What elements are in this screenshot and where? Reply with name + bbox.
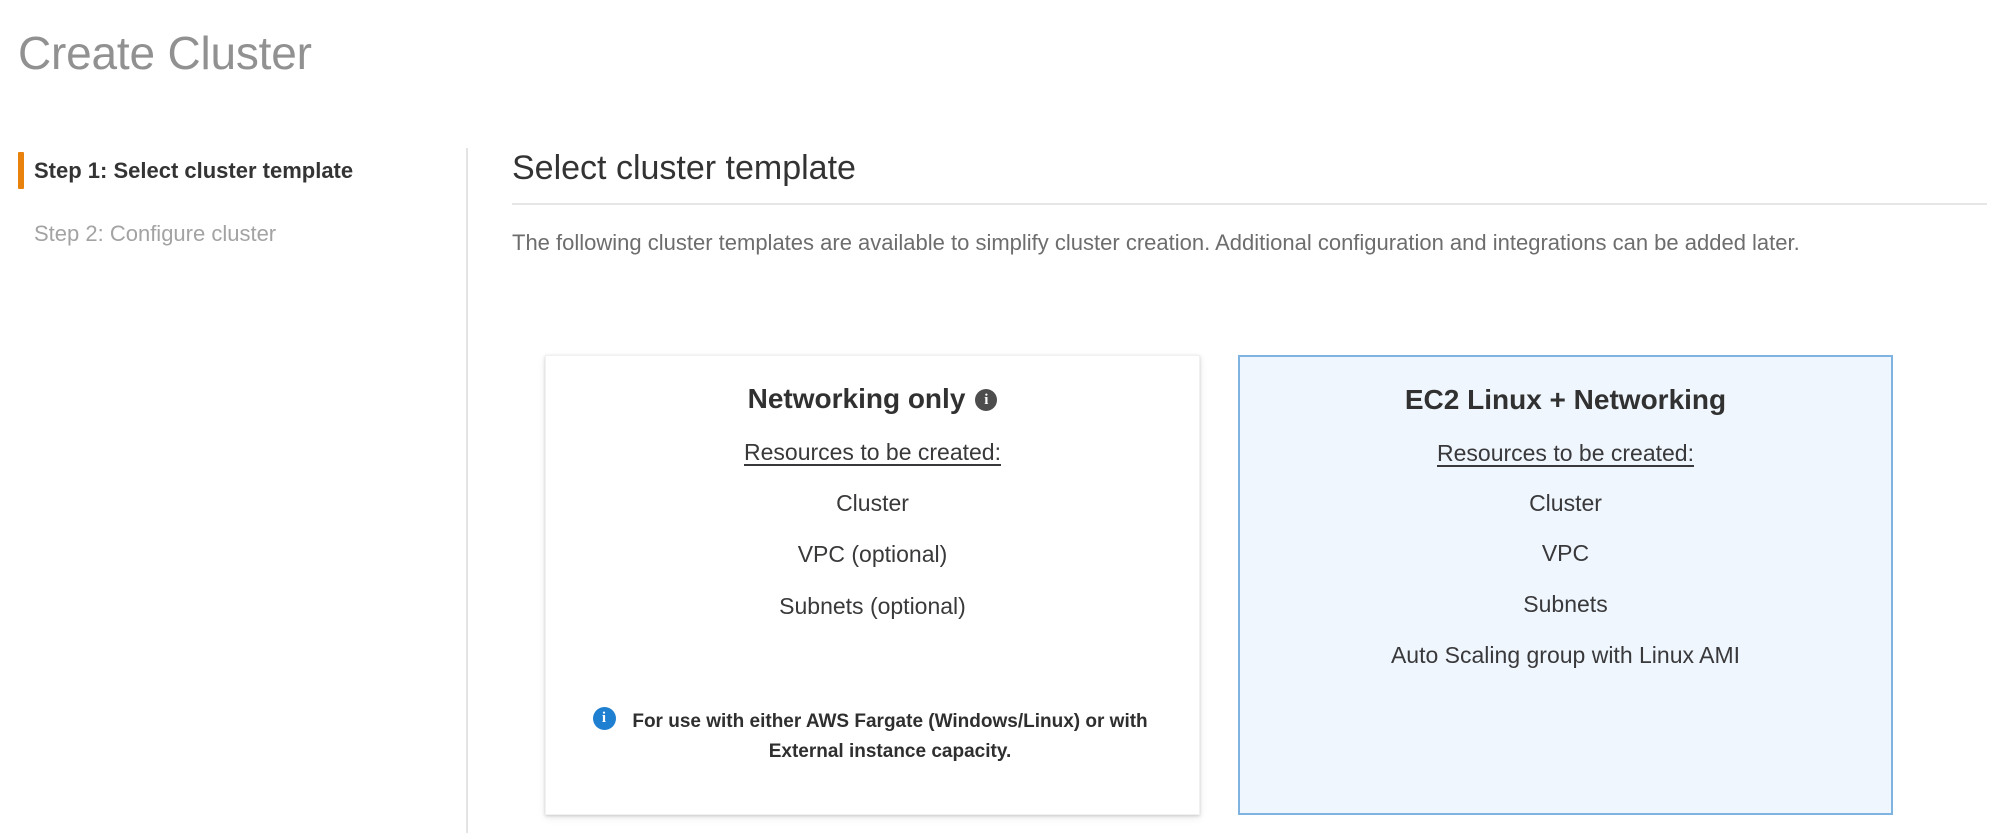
info-icon: i <box>592 707 616 731</box>
resources-to-be-created-label: Resources to be created: <box>744 438 1001 465</box>
info-icon[interactable]: i <box>975 389 998 412</box>
wizard-sidebar: Step 1: Select cluster template Step 2: … <box>0 148 468 833</box>
main-content: Select cluster template The following cl… <box>512 148 1987 258</box>
list-item: VPC (optional) <box>797 541 948 568</box>
cluster-template-card-networking-only[interactable]: Networking only i Resources to be create… <box>545 355 1200 815</box>
resource-list: Cluster VPC (optional) Subnets (optional… <box>570 466 1175 621</box>
card-title-ec2-linux-networking: EC2 Linux + Networking <box>1405 383 1726 418</box>
section-heading: Select cluster template <box>512 148 1987 205</box>
sidebar-step-2-label: Step 2: Configure cluster <box>34 220 277 246</box>
sidebar-step-1-select-cluster-template[interactable]: Step 1: Select cluster template <box>0 148 466 193</box>
resources-to-be-created-label: Resources to be created: <box>1437 439 1694 466</box>
cluster-template-card-ec2-linux-networking[interactable]: EC2 Linux + Networking Resources to be c… <box>1238 355 1893 815</box>
list-item: Subnets (optional) <box>779 592 966 619</box>
card-title-text: EC2 Linux + Networking <box>1404 384 1727 415</box>
card-title-text: Networking only <box>747 383 966 414</box>
sidebar-step-1-label: Step 1: Select cluster template <box>34 157 354 183</box>
page-title: Create Cluster <box>18 27 312 79</box>
card-footnote-networking-only: i For use with either AWS Fargate (Windo… <box>592 707 1153 796</box>
list-item: Auto Scaling group with Linux AMI <box>1390 641 1741 668</box>
list-item: Cluster <box>836 489 909 516</box>
list-item: VPC <box>1541 540 1590 567</box>
resource-list: Cluster VPC Subnets Auto Scaling group w… <box>1264 467 1867 669</box>
card-title-networking-only: Networking only i <box>748 382 998 417</box>
list-item: Cluster <box>1529 489 1602 516</box>
sidebar-step-2-configure-cluster[interactable]: Step 2: Configure cluster <box>0 211 466 256</box>
card-footnote-text: For use with either AWS Fargate (Windows… <box>632 711 1148 762</box>
active-step-accent-bar <box>18 152 24 189</box>
list-item: Subnets <box>1523 590 1608 617</box>
section-description: The following cluster templates are avai… <box>512 229 1800 255</box>
